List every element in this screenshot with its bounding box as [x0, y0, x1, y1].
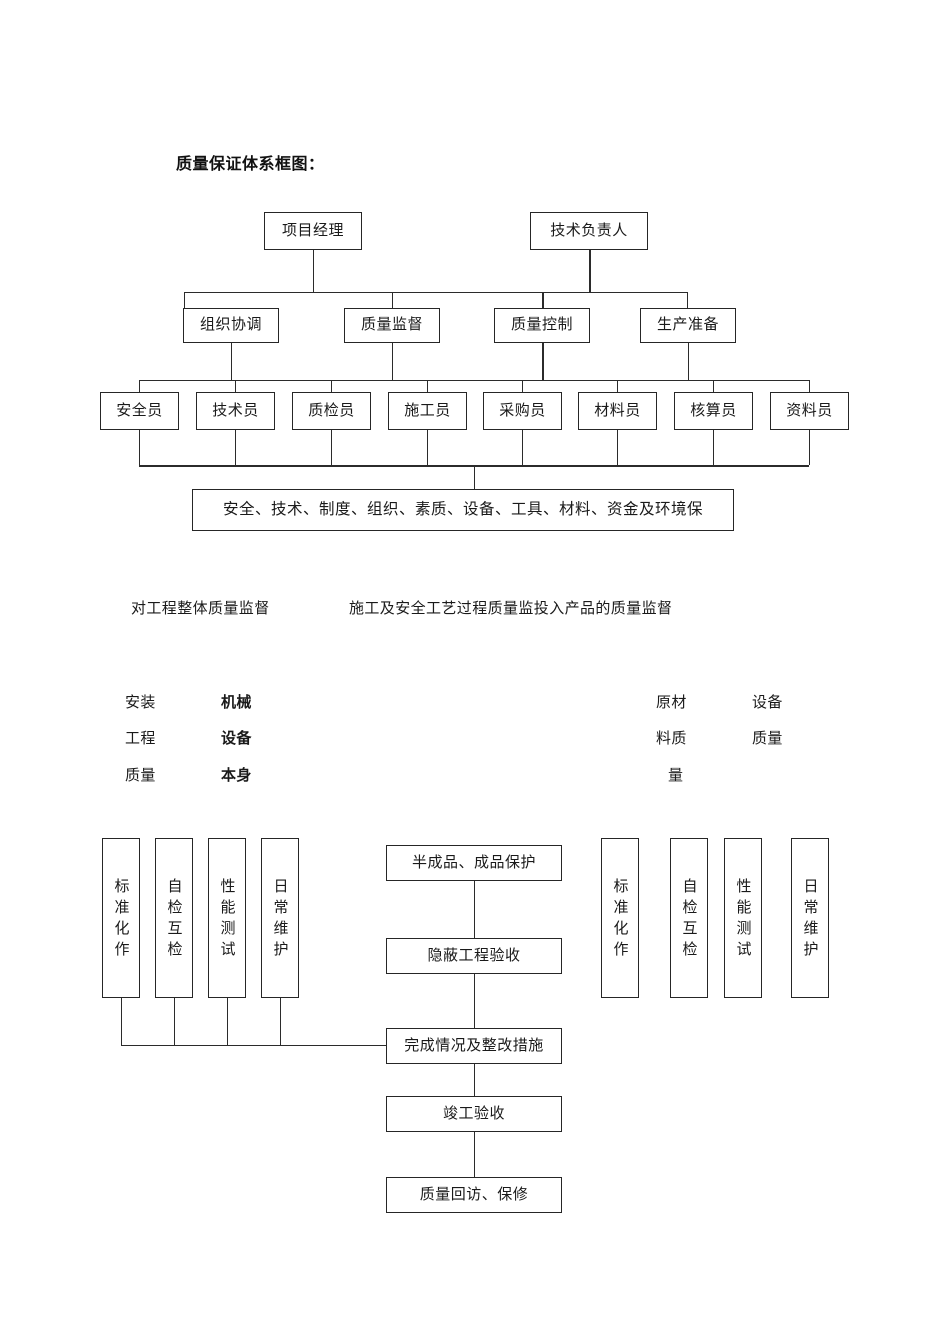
role-box-purchaser[interactable]: 采购员 — [483, 392, 562, 430]
connector-bus-level3-top — [139, 380, 809, 381]
right-vbox-daily-maintenance[interactable]: 日常维护 — [791, 838, 829, 998]
connector-drop-role-7 — [713, 380, 714, 392]
connector-drop-l2-1 — [184, 292, 185, 308]
connector-left-2-down — [174, 998, 175, 1045]
flow-box-quality-followup[interactable]: 质量回访、保修 — [386, 1177, 562, 1213]
org-box-quality-supervision[interactable]: 质量监督 — [344, 308, 440, 343]
connector-drop-role-3 — [331, 380, 332, 392]
connector-flow-3-4 — [474, 1064, 475, 1096]
flow-box-completion-rectification[interactable]: 完成情况及整改措施 — [386, 1028, 562, 1064]
left-vbox-daily-maintenance[interactable]: 日常维护 — [261, 838, 299, 998]
flow-box-final-acceptance[interactable]: 竣工验收 — [386, 1096, 562, 1132]
word-equipment-right: 设备 — [752, 694, 783, 711]
connector-role-2-down — [235, 430, 236, 465]
connector-drop-role-1 — [139, 380, 140, 392]
org-box-technical-director[interactable]: 技术负责人 — [530, 212, 648, 250]
connector-l2-4-down — [688, 343, 689, 380]
connector-left-3-down — [227, 998, 228, 1045]
word-machinery: 机械 — [221, 694, 252, 711]
connector-bus-level2 — [184, 292, 687, 293]
flow-box-semi-finished-protection[interactable]: 半成品、成品保护 — [386, 845, 562, 881]
connector-td-down — [589, 250, 591, 292]
role-box-site-worker[interactable]: 施工员 — [388, 392, 467, 430]
connector-left-gather-bus — [121, 1045, 386, 1046]
flow-box-concealed-acceptance[interactable]: 隐蔽工程验收 — [386, 938, 562, 974]
org-footer-box[interactable]: 安全、技术、制度、组织、素质、设备、工具、材料、资金及环境保 — [192, 489, 734, 531]
connector-l2-1-down — [231, 343, 232, 380]
org-box-coordination[interactable]: 组织协调 — [183, 308, 279, 343]
connector-role-1-down — [139, 430, 140, 465]
connector-drop-role-5 — [522, 380, 523, 392]
word-quality-right: 质量 — [752, 730, 783, 747]
word-install: 安装 — [125, 694, 156, 711]
connector-drop-role-6 — [617, 380, 618, 392]
word-raw-material-3: 量 — [668, 767, 684, 784]
connector-role-4-down — [427, 430, 428, 465]
left-vbox-standardization[interactable]: 标准化作 — [102, 838, 140, 998]
connector-flow-2-3 — [474, 974, 475, 1028]
connector-drop-role-8 — [809, 380, 810, 392]
connector-left-4-down — [280, 998, 281, 1045]
role-box-material-clerk[interactable]: 材料员 — [578, 392, 657, 430]
role-box-inspector[interactable]: 质检员 — [292, 392, 371, 430]
role-box-accountant[interactable]: 核算员 — [674, 392, 753, 430]
role-box-technician[interactable]: 技术员 — [196, 392, 275, 430]
connector-drop-role-4 — [427, 380, 428, 392]
word-raw-material-1: 原材 — [656, 694, 687, 711]
right-vbox-self-inspection[interactable]: 自检互检 — [670, 838, 708, 998]
connector-role-7-down — [713, 430, 714, 465]
connector-drop-l2-2 — [392, 292, 393, 308]
word-itself: 本身 — [221, 767, 252, 784]
org-box-project-manager[interactable]: 项目经理 — [264, 212, 362, 250]
left-vbox-performance-test[interactable]: 性能测试 — [208, 838, 246, 998]
role-box-documentation[interactable]: 资料员 — [770, 392, 849, 430]
connector-role-3-down — [331, 430, 332, 465]
caption-process-supervision: 施工及安全工艺过程质量监投入产品的质量监督 — [349, 600, 673, 617]
connector-role-6-down — [617, 430, 618, 465]
connector-left-1-down — [121, 998, 122, 1045]
left-vbox-self-inspection[interactable]: 自检互检 — [155, 838, 193, 998]
connector-flow-1-2 — [474, 881, 475, 938]
connector-role-8-down — [809, 430, 810, 465]
org-box-quality-control[interactable]: 质量控制 — [494, 308, 590, 343]
page-title: 质量保证体系框图： — [176, 156, 325, 173]
connector-l2-2-down — [392, 343, 393, 380]
right-vbox-standardization[interactable]: 标准化作 — [601, 838, 639, 998]
connector-pm-down — [313, 250, 314, 292]
word-engineering: 工程 — [125, 730, 156, 747]
connector-flow-4-5 — [474, 1132, 475, 1177]
connector-drop-role-2 — [235, 380, 236, 392]
role-box-safety-officer[interactable]: 安全员 — [100, 392, 179, 430]
word-raw-material-2: 料质 — [656, 730, 687, 747]
caption-overall-supervision: 对工程整体质量监督 — [131, 600, 270, 617]
word-equipment-left: 设备 — [221, 730, 252, 747]
word-quality-left: 质量 — [125, 767, 156, 784]
connector-role-5-down — [522, 430, 523, 465]
org-box-production-prep[interactable]: 生产准备 — [640, 308, 736, 343]
connector-l2-3-down — [542, 343, 544, 380]
connector-footer-stem — [474, 465, 475, 489]
right-vbox-performance-test[interactable]: 性能测试 — [724, 838, 762, 998]
connector-drop-l2-3 — [542, 292, 544, 308]
connector-drop-l2-4 — [687, 292, 688, 308]
